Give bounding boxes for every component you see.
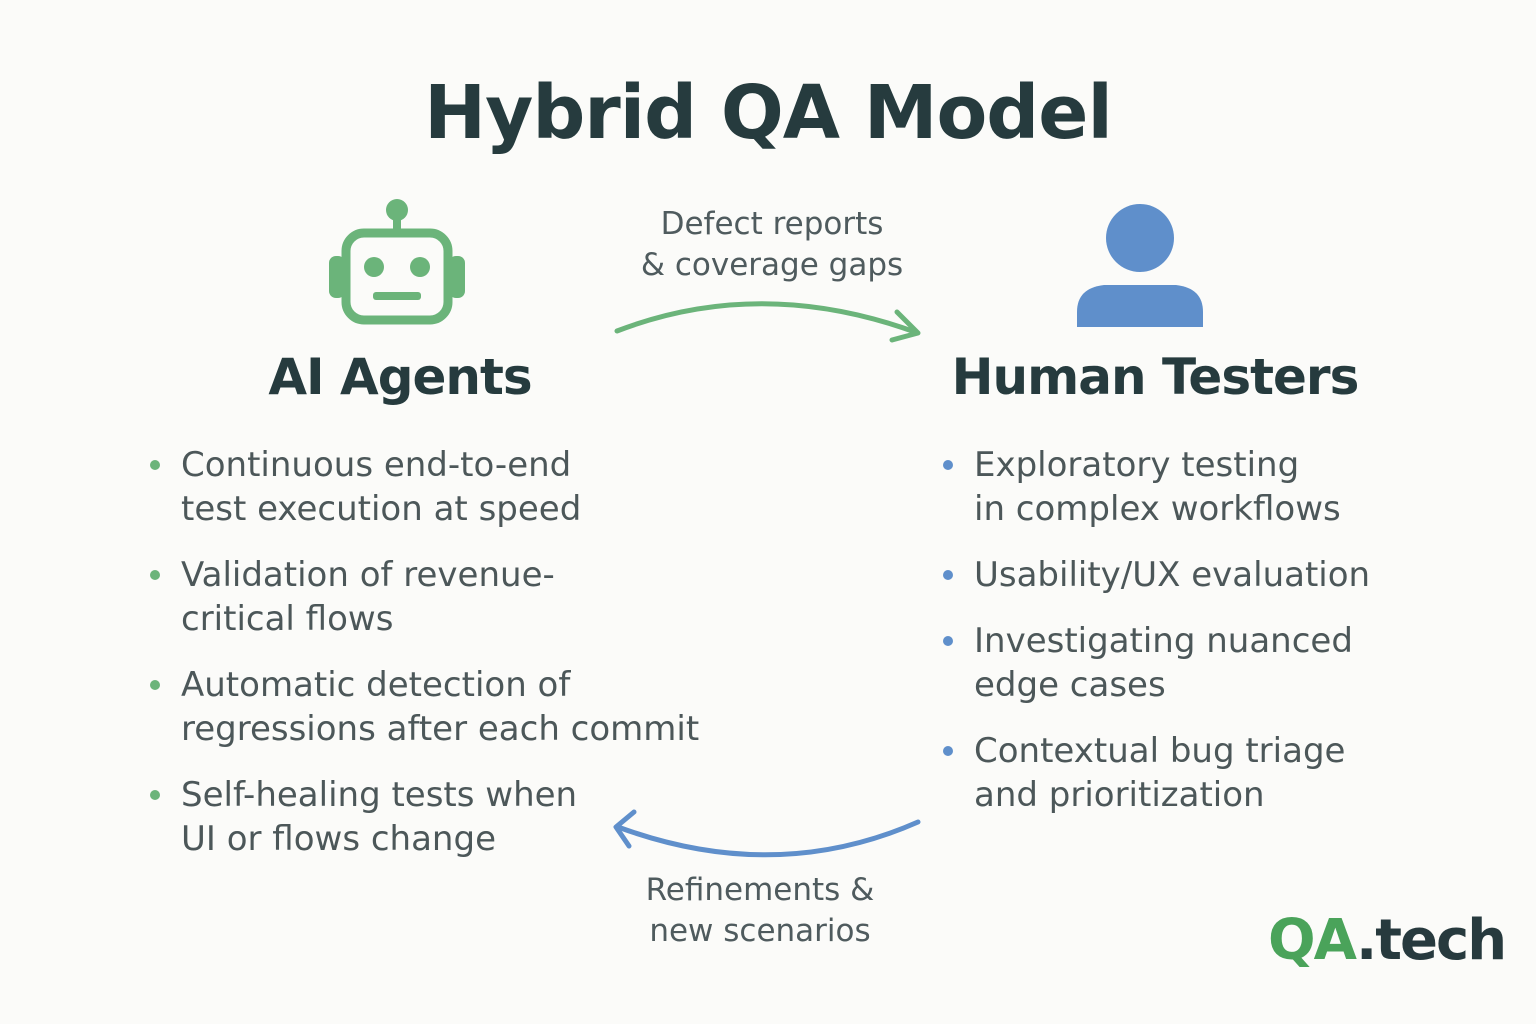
list-item: Contextual bug triage and prioritization — [943, 729, 1494, 817]
ai-agents-list: Continuous end-to-end test execution at … — [150, 443, 741, 883]
bullet-dot — [943, 746, 953, 756]
list-item-text: Investigating nuanced edge cases — [974, 621, 1353, 705]
list-item: Automatic detection of regressions after… — [150, 663, 741, 751]
arrow-to-ai-agents — [613, 809, 921, 858]
robot-icon — [329, 199, 465, 325]
person-icon — [1077, 204, 1203, 327]
list-item-text: Automatic detection of regressions after… — [181, 665, 700, 749]
ai-agents-heading: AI Agents — [268, 348, 532, 406]
list-item: Validation of revenue- critical flows — [150, 553, 741, 641]
list-item-text: Validation of revenue- critical flows — [181, 555, 555, 639]
list-item: Continuous end-to-end test execution at … — [150, 443, 741, 531]
list-item-text: Usability/UX evaluation — [974, 555, 1371, 595]
bullet-dot — [943, 636, 953, 646]
list-item-text: Contextual bug triage and prioritization — [974, 731, 1346, 815]
list-item-text: Continuous end-to-end test execution at … — [181, 445, 582, 529]
list-item: Self-healing tests when UI or flows chan… — [150, 773, 741, 861]
qa-tech-logo: QA.tech — [1268, 908, 1507, 973]
bullet-dot — [150, 460, 160, 470]
logo-brand: QA — [1268, 908, 1358, 973]
list-item-text: Self-healing tests when UI or flows chan… — [181, 775, 578, 859]
list-item-text: Exploratory testing in complex workflows — [974, 445, 1341, 529]
defect-reports-label: Defect reports & coverage gaps — [640, 206, 904, 283]
bullet-dot — [150, 790, 160, 800]
bullet-dot — [943, 570, 953, 580]
arrow-to-human-testers — [614, 301, 921, 343]
human-testers-heading: Human Testers — [951, 348, 1360, 406]
list-item: Investigating nuanced edge cases — [943, 619, 1494, 707]
page-title: Hybrid QA Model — [424, 70, 1113, 156]
logo-suffix: .tech — [1355, 908, 1507, 973]
list-item: Usability/UX evaluation — [943, 553, 1494, 597]
human-testers-list: Exploratory testing in complex workflows… — [943, 443, 1494, 839]
bullet-dot — [150, 680, 160, 690]
bullet-dot — [943, 460, 953, 470]
refinements-label: Refinements & new scenarios — [645, 872, 875, 949]
bullet-dot — [150, 570, 160, 580]
list-item: Exploratory testing in complex workflows — [943, 443, 1494, 531]
